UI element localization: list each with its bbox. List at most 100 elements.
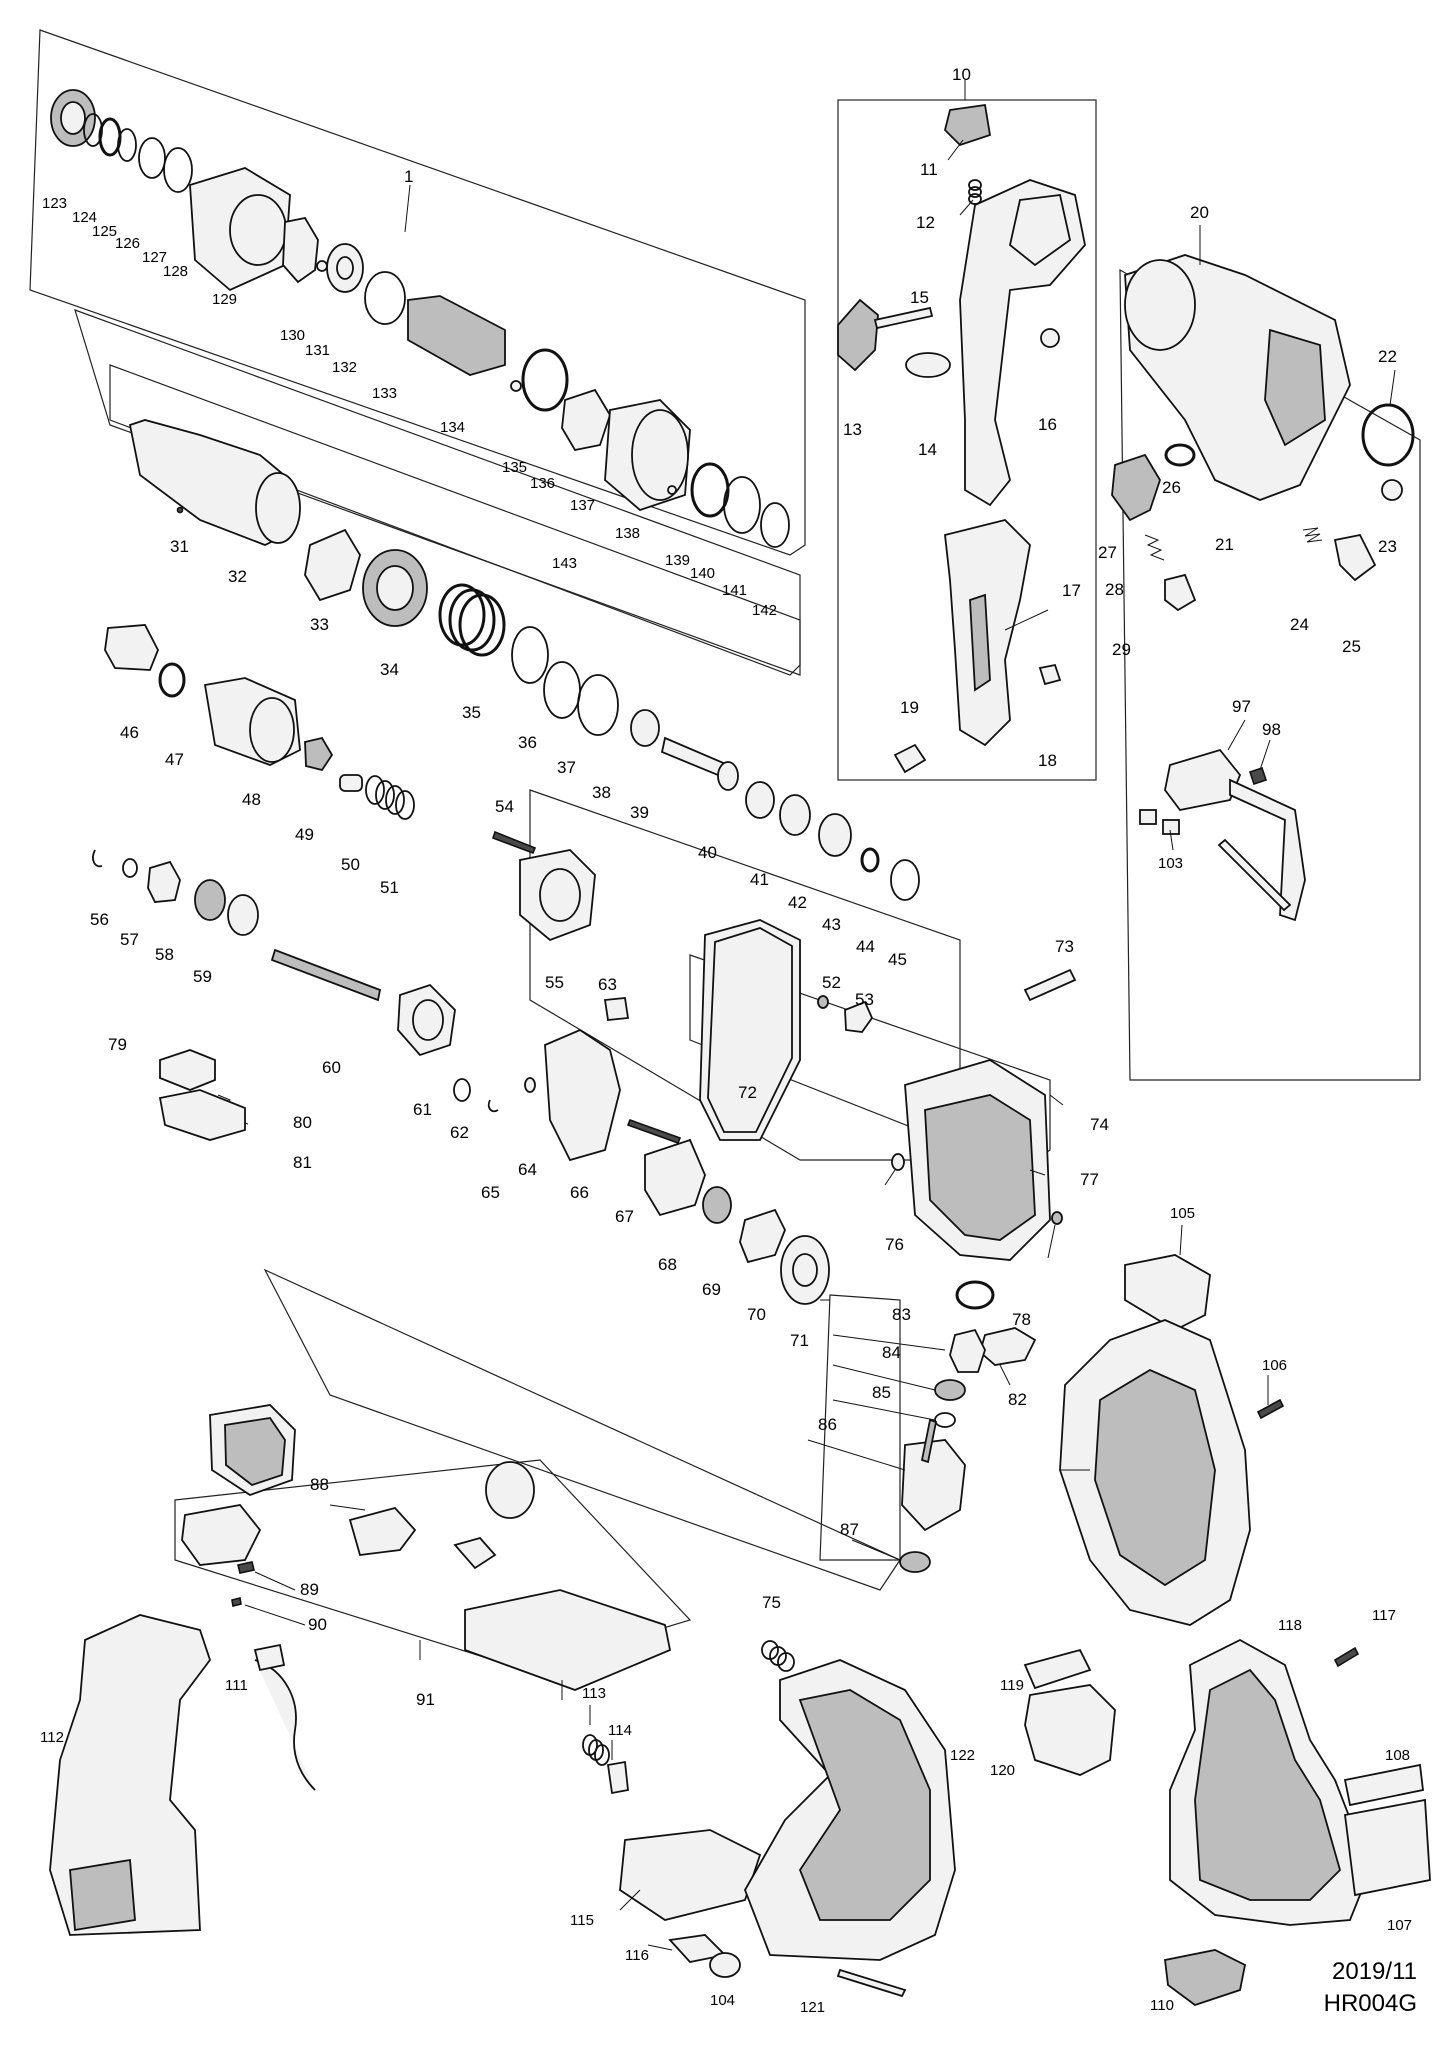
label-69: 69	[702, 1280, 721, 1299]
label-98: 98	[1262, 720, 1281, 739]
housing-parts	[1111, 254, 1415, 612]
label-14: 14	[918, 440, 937, 459]
label-91: 91	[416, 1690, 435, 1709]
label-105: 105	[1170, 1205, 1195, 1222]
label-115: 115	[570, 1912, 594, 1929]
label-87: 87	[840, 1520, 859, 1539]
part-60-shaft	[270, 948, 382, 1002]
label-19: 19	[900, 698, 919, 717]
part-128-washer	[163, 147, 193, 193]
part-49-pin-holder	[304, 736, 334, 772]
label-64: 64	[518, 1160, 537, 1179]
label-22: 22	[1378, 347, 1397, 366]
label-125: 125	[92, 223, 117, 240]
outline-motor-group-91	[263, 1268, 901, 1591]
label-77: 77	[1080, 1170, 1099, 1189]
armature-parts	[899, 1328, 986, 1573]
label-121: 121	[800, 1999, 825, 2016]
label-59: 59	[193, 967, 212, 986]
label-79: 79	[108, 1035, 127, 1054]
label-81: 81	[293, 1153, 312, 1172]
label-43: 43	[822, 915, 841, 934]
label-45: 45	[888, 950, 907, 969]
label-83: 83	[892, 1305, 911, 1324]
label-131: 131	[305, 342, 330, 359]
part-70-plate	[739, 1208, 786, 1264]
lever-parts	[158, 1049, 1037, 1366]
part-141-ring	[723, 476, 761, 534]
label-143: 143	[552, 555, 577, 572]
part-103-washer-b	[1162, 819, 1180, 835]
label-139: 139	[665, 552, 690, 569]
label-18: 18	[1038, 751, 1057, 770]
label-133: 133	[372, 385, 397, 402]
label-78: 78	[1012, 1310, 1031, 1329]
label-130: 130	[280, 327, 305, 344]
part-111-plug	[253, 1643, 286, 1672]
label-33: 33	[310, 615, 329, 634]
part-110-switch-cover	[1164, 1949, 1247, 2007]
part-23-bushing	[1381, 479, 1403, 501]
depth-gauge-parts	[1139, 748, 1306, 922]
part-89-screw	[237, 1561, 255, 1574]
part-33-retainer	[304, 528, 361, 602]
label-86: 86	[818, 1415, 837, 1434]
part-120-switch	[1024, 1684, 1116, 1776]
part-107-label	[1344, 1798, 1431, 1897]
part-140-ring	[690, 462, 730, 518]
part-111-wire	[254, 1659, 316, 1791]
label-68: 68	[658, 1255, 677, 1274]
part-43-ring	[818, 813, 852, 857]
label-11: 11	[920, 160, 938, 179]
label-106: 106	[1262, 1357, 1287, 1374]
part-86-rotor	[901, 1439, 966, 1532]
part-63-clip	[603, 997, 630, 1021]
label-136: 136	[530, 475, 555, 492]
tool-holder-parts	[50, 89, 790, 548]
part-22-seal	[1361, 403, 1415, 467]
part-126-washer	[117, 128, 137, 162]
part-14-ring	[905, 352, 951, 378]
part-137-plate	[561, 388, 611, 452]
part-39-bushing	[630, 709, 660, 747]
part-46-striker	[104, 624, 159, 671]
label-48: 48	[242, 790, 261, 809]
label-97: 97	[1232, 697, 1251, 716]
part-69-bearing	[702, 1186, 732, 1224]
part-90-screw	[231, 1597, 242, 1607]
label-104: 104	[710, 1992, 735, 2009]
label-44: 44	[856, 937, 875, 956]
label-32: 32	[228, 567, 247, 586]
part-12-spring	[968, 179, 982, 205]
label-107: 107	[1387, 1917, 1412, 1934]
part-88-windings	[224, 1417, 286, 1487]
label-24: 24	[1290, 615, 1309, 634]
part-123-inner	[60, 101, 86, 135]
label-124: 124	[72, 209, 97, 226]
housing-shell-parts	[49, 1254, 1431, 2007]
label-112: 112	[40, 1729, 64, 1746]
part-17-grip-texture	[969, 593, 991, 692]
label-56: 56	[90, 910, 109, 929]
part-83-fan	[949, 1328, 986, 1373]
part-68-gear	[644, 1138, 706, 1217]
part-104-bushing	[709, 1952, 741, 1978]
label-49: 49	[295, 825, 314, 844]
leader-lines	[244, 80, 1396, 1951]
label-132: 132	[332, 359, 357, 376]
part-27-lever	[1111, 453, 1161, 522]
label-73: 73	[1055, 937, 1074, 956]
label-89: 89	[300, 1580, 319, 1599]
part-57-washer	[122, 858, 138, 878]
part-122-inner	[798, 1689, 931, 1921]
label-82: 82	[1008, 1390, 1027, 1409]
outline-group-1	[29, 29, 806, 556]
label-41: 41	[750, 870, 769, 889]
label-10: 10	[952, 65, 971, 84]
label-114: 114	[608, 1722, 632, 1739]
label-55: 55	[545, 973, 564, 992]
part-97-rod	[1217, 838, 1292, 912]
label-61: 61	[413, 1100, 432, 1119]
model-number: HR004G	[1323, 1990, 1417, 2017]
